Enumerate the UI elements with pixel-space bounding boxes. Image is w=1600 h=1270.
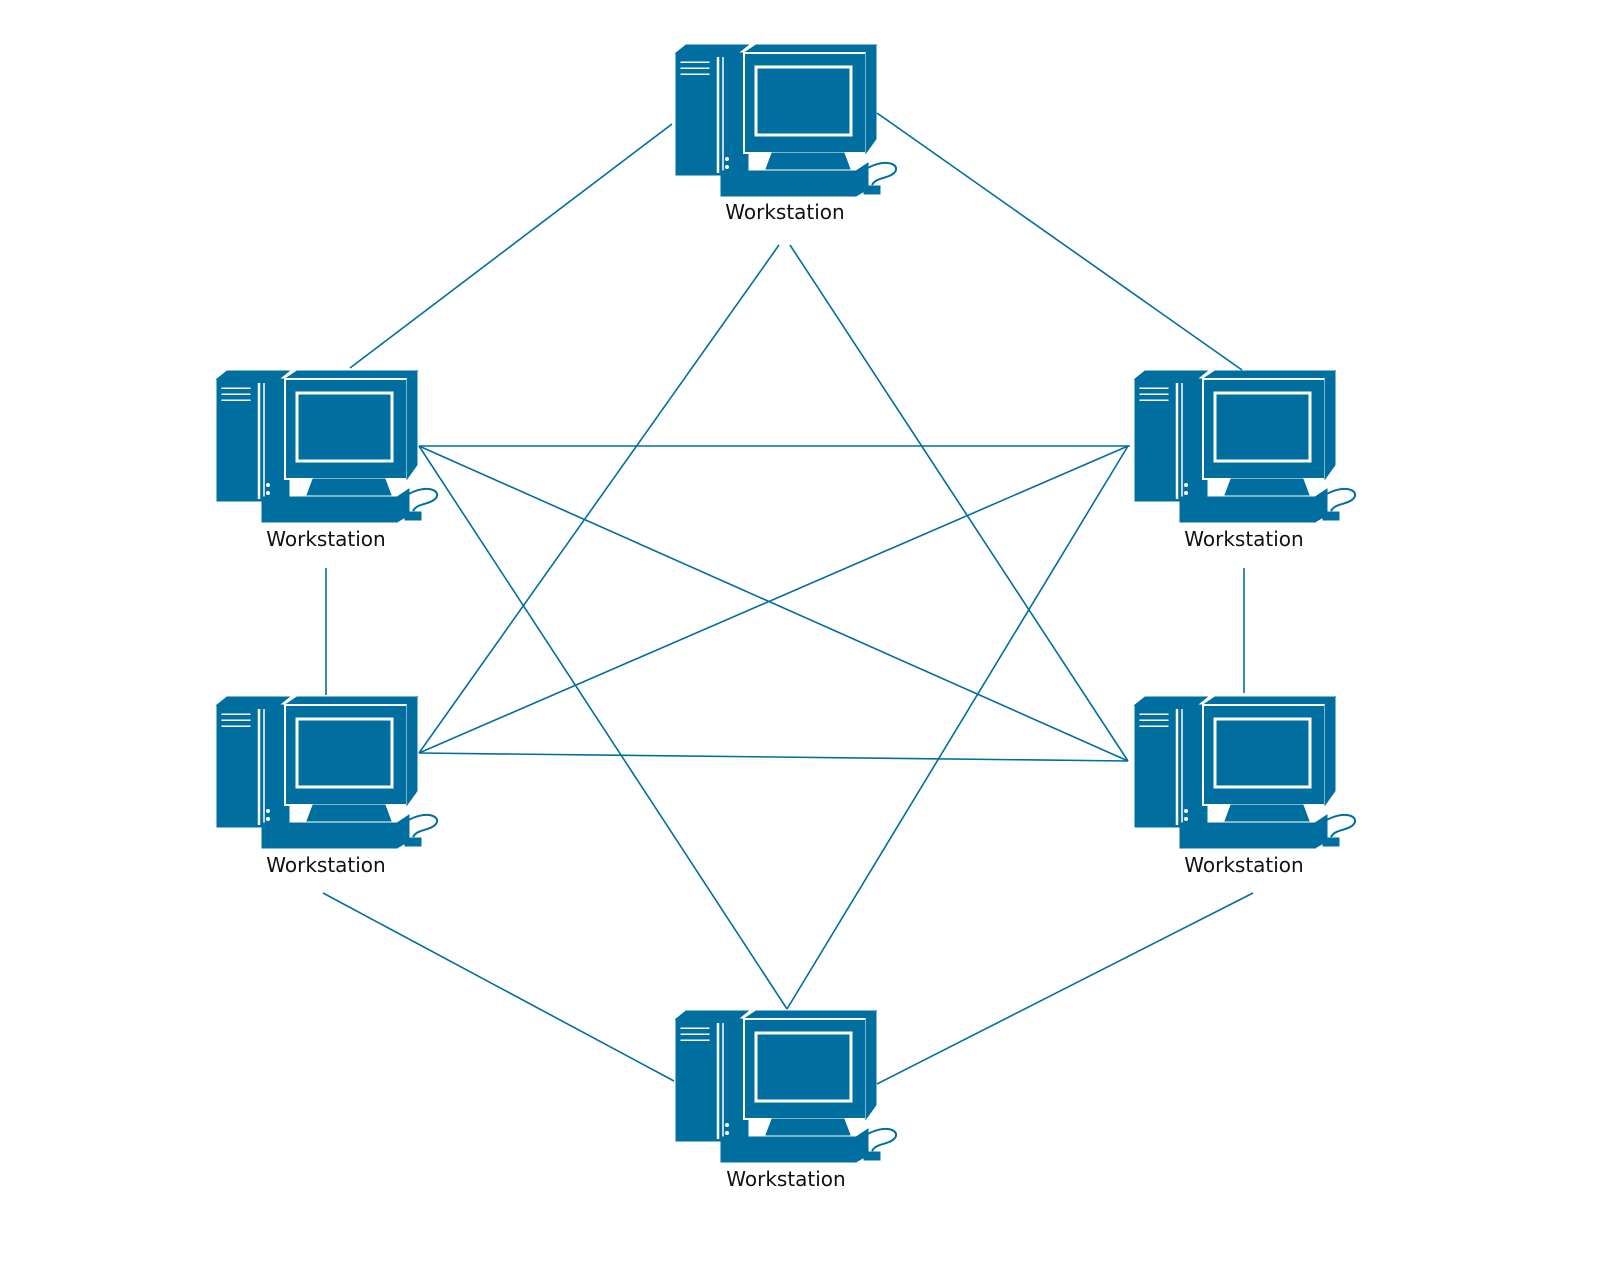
workstation-icon <box>674 1009 898 1164</box>
workstation-icon <box>215 369 439 524</box>
link-top-to-upper-left <box>349 123 673 369</box>
node-bottom: Workstation <box>674 1009 898 1191</box>
workstation-icon <box>1133 369 1357 524</box>
node-upper-left: Workstation <box>215 369 439 551</box>
link-top-to-lower-left <box>418 244 780 754</box>
node-label: Workstation <box>1184 853 1303 877</box>
link-lower-left-to-bottom <box>322 892 675 1082</box>
link-lower-right-to-bottom <box>876 892 1254 1085</box>
node-label: Workstation <box>725 200 844 224</box>
workstation-icon <box>674 43 898 198</box>
node-label: Workstation <box>726 1167 845 1191</box>
node-label: Workstation <box>1184 527 1303 551</box>
node-top: Workstation <box>674 43 898 224</box>
node-upper-right: Workstation <box>1133 369 1357 551</box>
link-top-to-lower-right <box>789 244 1129 762</box>
link-upper-right-to-lower-left <box>418 445 1129 754</box>
node-lower-left: Workstation <box>215 695 439 877</box>
node-label: Workstation <box>266 853 385 877</box>
node-lower-right: Workstation <box>1133 695 1357 877</box>
node-label: Workstation <box>266 527 385 551</box>
links-layer <box>322 112 1254 1085</box>
link-top-to-upper-right <box>876 112 1243 371</box>
link-upper-right-to-bottom <box>786 445 1129 1010</box>
link-lower-left-to-lower-right <box>418 752 1129 762</box>
workstation-icon <box>1133 695 1357 850</box>
link-upper-left-to-lower-right <box>418 445 1129 762</box>
workstation-icon <box>215 695 439 850</box>
link-upper-left-to-bottom <box>418 445 788 1010</box>
